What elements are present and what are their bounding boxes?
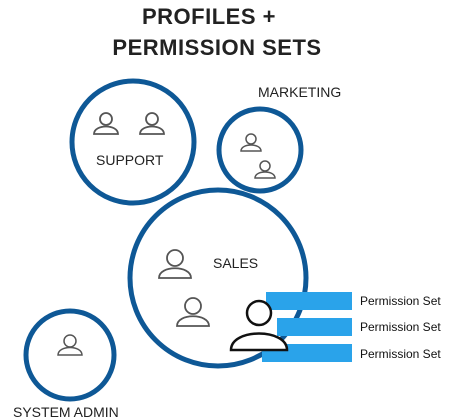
user-icon (240, 133, 262, 152)
user-icon (57, 334, 83, 356)
marketing-profile-label: MARKETING (258, 84, 342, 100)
user-icon (93, 112, 119, 135)
sales-profile-ring (127, 187, 309, 369)
user-icon (139, 112, 165, 135)
diagram-title-line-1: PROFILES + (142, 4, 276, 29)
assigned-user-icon (229, 299, 289, 352)
permission-set-label: Permission Set (360, 294, 441, 308)
diagram-title-line-2: PERMISSION SETS (112, 35, 322, 60)
marketing-profile-ring (216, 106, 304, 194)
system-admin-profile-label: SYSTEM ADMIN (13, 404, 119, 420)
user-icon (254, 160, 276, 179)
permission-set-label: Permission Set (360, 320, 441, 334)
support-profile-label: SUPPORT (96, 152, 164, 168)
user-icon (158, 249, 192, 279)
support-profile-ring (69, 78, 197, 206)
permission-set-bar (277, 318, 352, 336)
permission-set-label: Permission Set (360, 347, 441, 361)
permission-set-bar (266, 292, 352, 310)
system-admin-profile-ring (23, 308, 117, 402)
user-icon (176, 297, 210, 327)
sales-profile-label: SALES (213, 255, 259, 271)
